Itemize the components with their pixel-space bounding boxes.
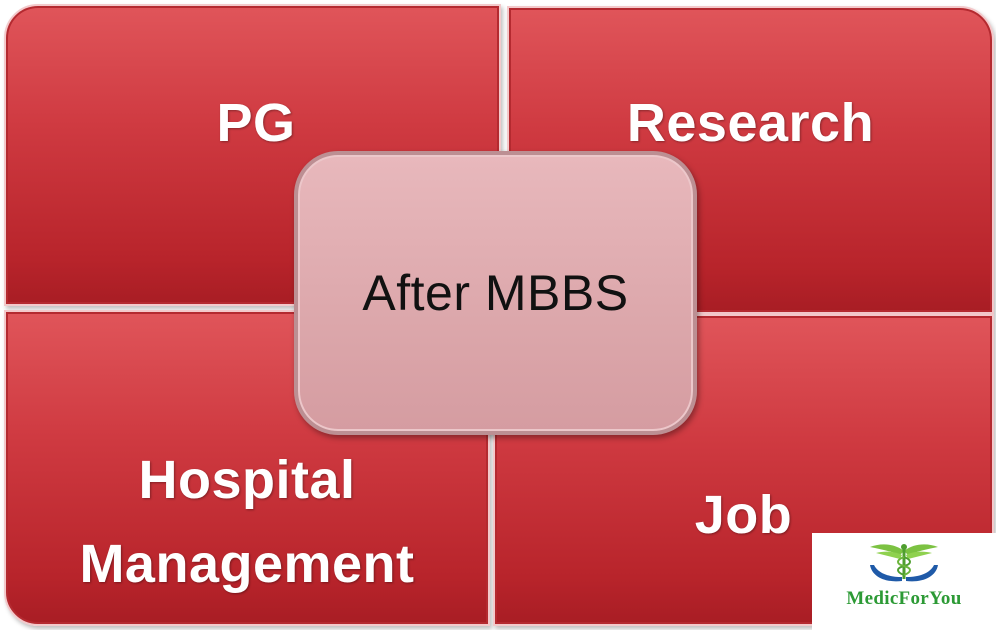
quadrant-label-job: Job bbox=[694, 485, 793, 545]
logo-text: MedicForYou bbox=[846, 588, 962, 609]
quadrant-label-hospital-management: Hospital Management bbox=[79, 450, 415, 594]
logo: MedicForYou bbox=[812, 533, 996, 630]
center-label: After MBBS bbox=[362, 265, 629, 321]
caduceus-hands-icon bbox=[870, 544, 938, 582]
quadrant-label-pg: PG bbox=[216, 93, 296, 153]
quadrant-research: Research bbox=[507, 6, 994, 314]
quadrant-label-research: Research bbox=[626, 93, 875, 153]
center-box: After MBBS bbox=[294, 151, 697, 435]
